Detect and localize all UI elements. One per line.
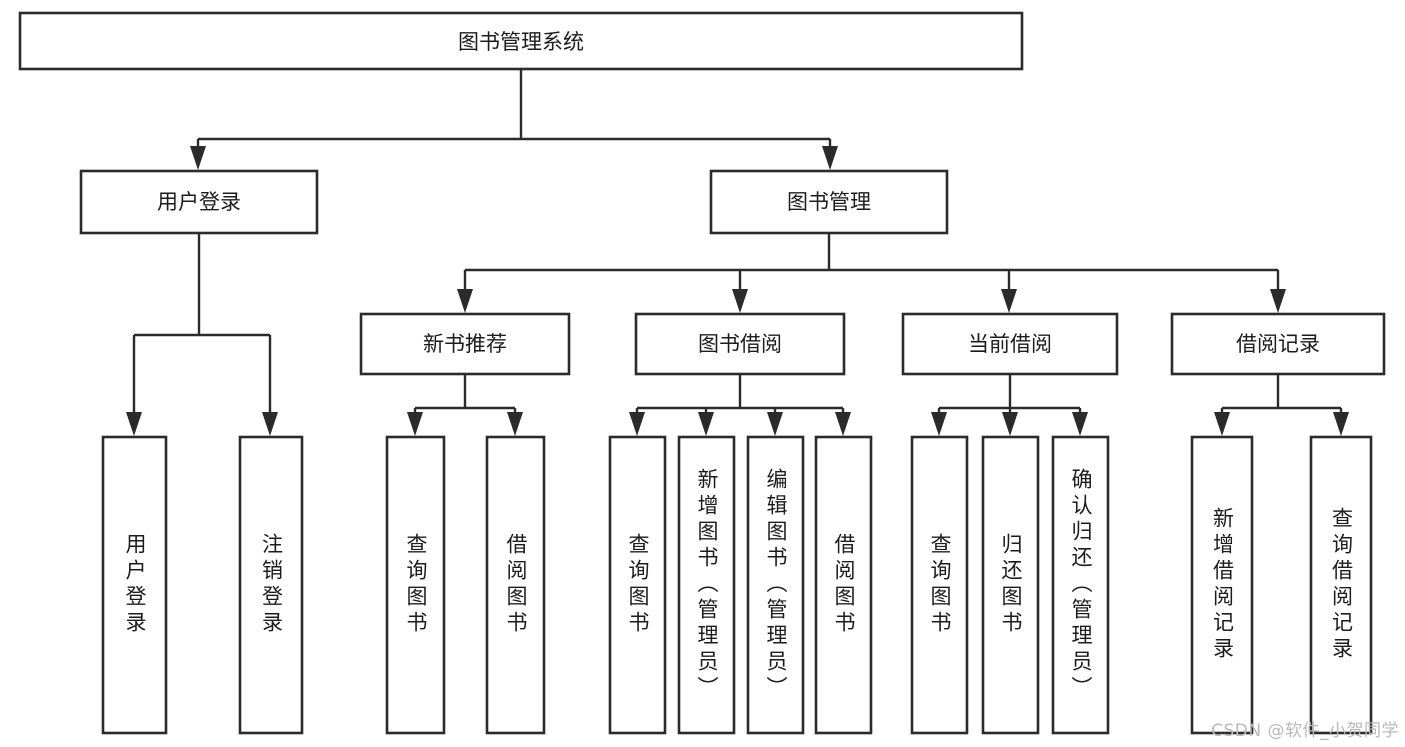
leaf-box-new-book-recommend-0[interactable] [385, 435, 446, 735]
arrow-current-l1-icon [931, 412, 947, 436]
node-root-box[interactable] [18, 11, 1024, 71]
arrow-recommend-l1-icon [407, 412, 423, 436]
leaf-box-book-borrow-3[interactable] [814, 435, 873, 735]
arrow-manage-c3-icon [1001, 289, 1017, 313]
arrow-borrow-l3-icon [767, 412, 783, 436]
arrow-manage-c1-icon [457, 289, 473, 313]
leaf-box-borrow-record-0[interactable] [1190, 435, 1254, 735]
leaf-box-current-borrow-0[interactable] [910, 435, 969, 735]
node-book-manage-label: 图书管理 [787, 190, 871, 214]
arrow-manage-c2-icon [732, 289, 748, 313]
arrow-login-leaf2-icon [262, 412, 278, 436]
node-user-login[interactable]: 用户登录 [79, 169, 319, 235]
node-current-borrow-box[interactable] [901, 312, 1119, 376]
leaf-box-user-login-0[interactable] [101, 435, 168, 735]
arrow-recommend-l2-icon [507, 412, 523, 436]
node-current-borrow-label: 当前借阅 [968, 332, 1052, 356]
arrow-manage-c4-icon [1270, 289, 1286, 313]
node-book-borrow-box[interactable] [634, 312, 846, 376]
node-user-login-label: 用户登录 [157, 190, 241, 214]
arrow-login-leaf1-icon [126, 412, 142, 436]
node-current-borrow[interactable]: 当前借阅 [901, 312, 1119, 376]
arrow-borrow-l1-icon [629, 412, 645, 436]
node-book-manage-box[interactable] [709, 169, 949, 235]
arrow-record-l1-icon [1214, 412, 1230, 436]
leaf-box-book-borrow-2[interactable] [746, 435, 805, 735]
node-new-book-recommend-label: 新书推荐 [423, 332, 507, 356]
leaf-box-book-borrow-0[interactable] [608, 435, 667, 735]
node-borrow-record-label: 借阅记录 [1236, 332, 1320, 356]
leaf-box-current-borrow-2[interactable] [1051, 435, 1110, 735]
leaf-box-book-borrow-1[interactable] [677, 435, 736, 735]
arrow-borrow-l2-icon [698, 412, 714, 436]
node-new-book-recommend-box[interactable] [359, 312, 571, 376]
node-borrow-record-box[interactable] [1170, 312, 1386, 376]
node-root-label: 图书管理系统 [458, 30, 584, 54]
arrow-root-to-manage-icon [822, 146, 838, 170]
leaf-box-user-login-1[interactable] [238, 435, 304, 735]
node-new-book-recommend[interactable]: 新书推荐 [359, 312, 571, 376]
node-root[interactable]: 图书管理系统 [18, 11, 1024, 71]
arrow-current-l3-icon [1072, 412, 1088, 436]
node-book-manage[interactable]: 图书管理 [709, 169, 949, 235]
node-borrow-record[interactable]: 借阅记录 [1170, 312, 1386, 376]
arrow-root-to-login-icon [190, 146, 206, 170]
arrow-current-l2-icon [1002, 412, 1018, 436]
leaf-box-current-borrow-1[interactable] [981, 435, 1040, 735]
arrow-borrow-l4-icon [835, 412, 851, 436]
leaf-box-borrow-record-1[interactable] [1309, 435, 1373, 735]
leaf-box-new-book-recommend-1[interactable] [485, 435, 546, 735]
node-book-borrow[interactable]: 图书借阅 [634, 312, 846, 376]
node-book-borrow-label: 图书借阅 [698, 332, 782, 356]
arrow-record-l2-icon [1333, 412, 1349, 436]
watermark-text: CSDN @软件_小贺同学 [1211, 721, 1399, 741]
